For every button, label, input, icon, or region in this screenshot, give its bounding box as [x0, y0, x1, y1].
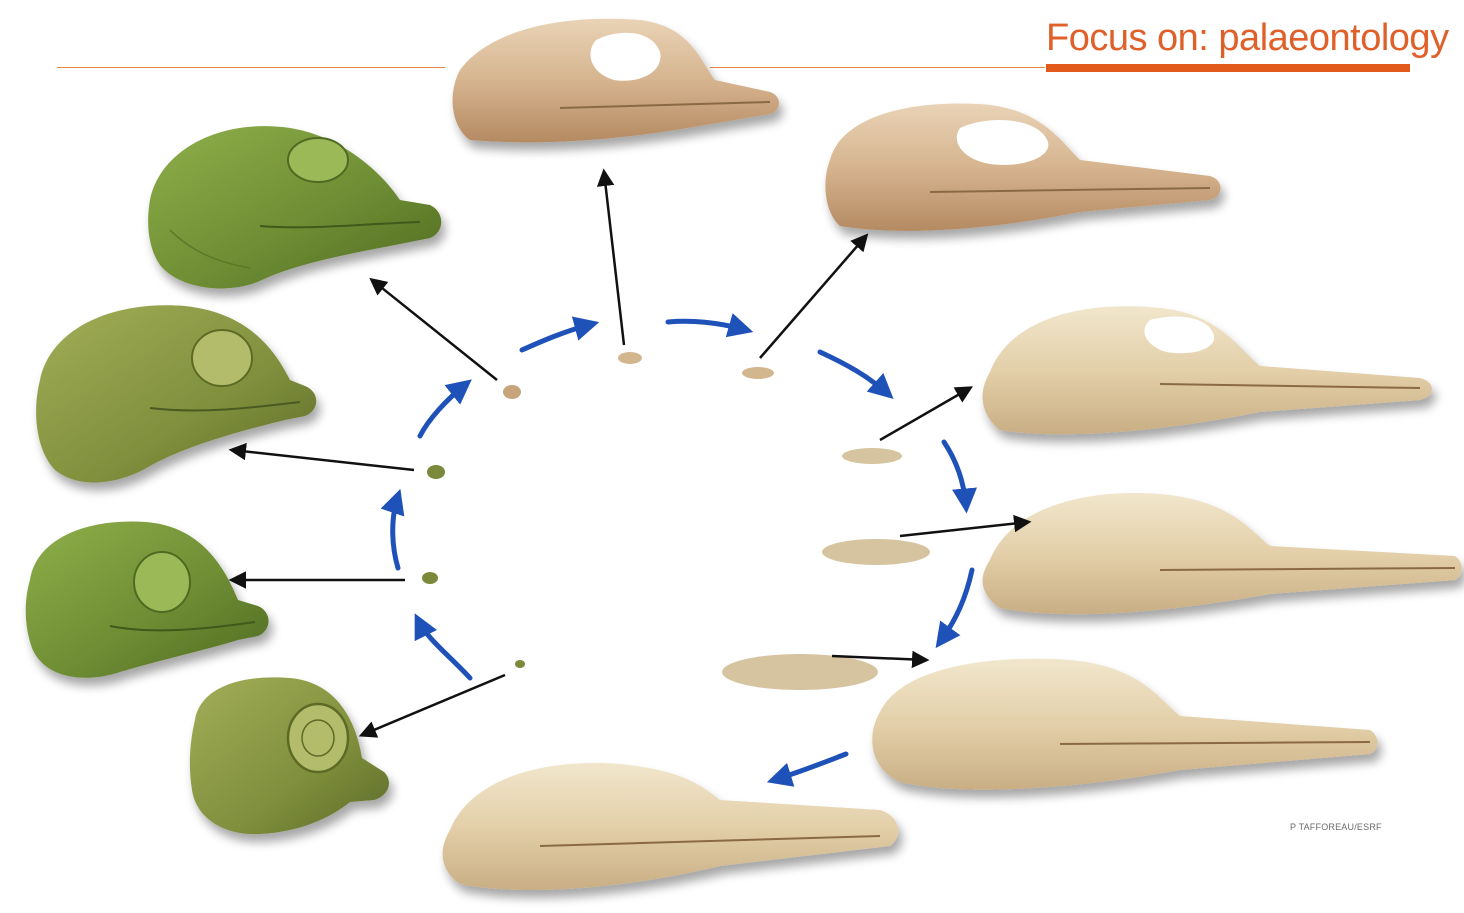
growth-arrow-3	[420, 384, 466, 436]
skull-4	[983, 493, 1462, 614]
pointer-arrows	[232, 172, 1028, 735]
pointer-arrow-7	[880, 388, 970, 440]
skull-5	[872, 659, 1377, 790]
tiny-skull-3	[842, 448, 902, 464]
growth-arrow-5	[668, 321, 746, 330]
growth-arrow-7	[944, 442, 966, 506]
growth-arrow-8	[940, 570, 972, 642]
tiny-skull-5	[722, 654, 878, 690]
tiny-embryo-4	[503, 385, 521, 399]
small-specimen-row	[422, 352, 930, 690]
pointer-arrow-1	[372, 280, 497, 380]
growth-arrow-2	[393, 496, 398, 568]
pointer-arrow-4	[362, 675, 505, 735]
skull-2	[825, 103, 1220, 230]
growth-arrow-6	[820, 352, 888, 394]
image-credit: P TAFFOREAU/ESRF	[1290, 822, 1382, 832]
pointer-arrow-5	[604, 172, 624, 345]
growth-arrow-9	[774, 754, 846, 780]
pointer-arrow-2	[232, 450, 414, 470]
embryo-head-1	[148, 126, 441, 288]
tiny-skull-1	[618, 352, 642, 364]
growth-arrow-1	[418, 620, 470, 678]
tiny-skull-4	[822, 539, 930, 565]
skull-1	[453, 19, 779, 143]
tiny-embryo-2	[422, 572, 438, 584]
tiny-skull-2	[742, 367, 774, 379]
embryo-head-2	[36, 305, 316, 482]
pointer-arrow-6	[760, 236, 866, 358]
embryo-head-3	[26, 522, 269, 678]
embryo-head-4	[190, 677, 389, 834]
growth-arrow-4	[522, 324, 592, 350]
skull-6	[443, 763, 899, 890]
skull-3	[983, 306, 1432, 434]
tiny-embryo-1	[515, 660, 525, 668]
tiny-embryo-3	[427, 465, 445, 479]
